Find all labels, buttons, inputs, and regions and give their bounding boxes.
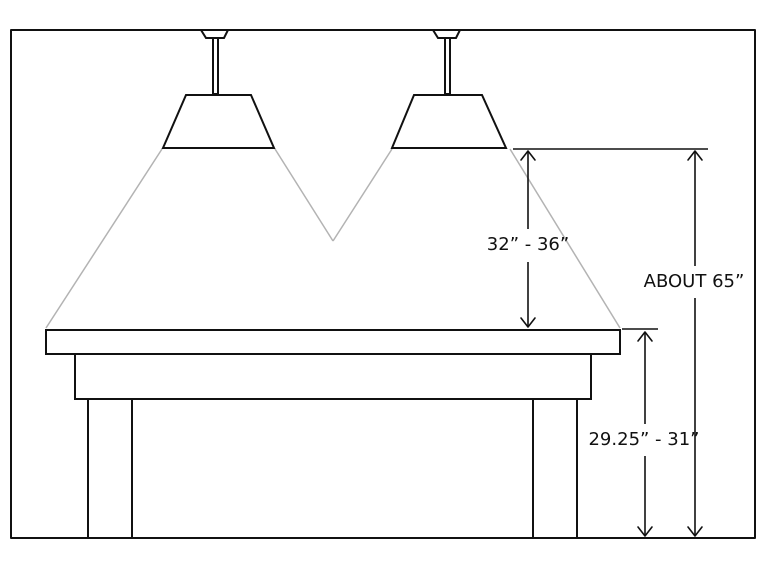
total-height-label: ABOUT 65”	[644, 271, 745, 292]
rod-right	[444, 37, 451, 95]
lamp-shade-left	[161, 94, 276, 149]
table-leg-right	[532, 398, 578, 539]
pendant-lamp-left	[161, 29, 276, 149]
lamp-shade-right	[390, 94, 508, 149]
dimension-table-height: 29.25” - 31”	[588, 328, 700, 537]
pendant-lamp-right	[390, 29, 508, 149]
table-apron	[74, 353, 592, 400]
rod-left	[212, 37, 219, 95]
arrow-up-icon	[687, 150, 703, 161]
arrow-down-icon	[687, 526, 703, 537]
table	[45, 329, 621, 539]
ceiling-mount-left	[199, 29, 230, 39]
arrow-up-icon	[520, 150, 536, 161]
table-top	[45, 329, 621, 355]
table-height-label: 29.25” - 31”	[588, 429, 699, 450]
arrow-up-icon	[637, 331, 653, 342]
table-leg-left	[87, 398, 133, 539]
arrow-down-icon	[637, 526, 653, 537]
light-ray-right-inner	[332, 148, 393, 242]
arrow-down-icon	[520, 317, 536, 328]
diagram-frame	[10, 29, 756, 539]
light-ray-left-outer	[45, 148, 163, 329]
dimension-total-height: ABOUT 65”	[513, 148, 745, 537]
dimension-lamp-to-table: 32” - 36”	[487, 150, 569, 328]
light-ray-left-inner	[274, 148, 334, 242]
lamp-height-label: 32” - 36”	[487, 234, 569, 255]
ceiling-mount-right	[431, 29, 462, 39]
